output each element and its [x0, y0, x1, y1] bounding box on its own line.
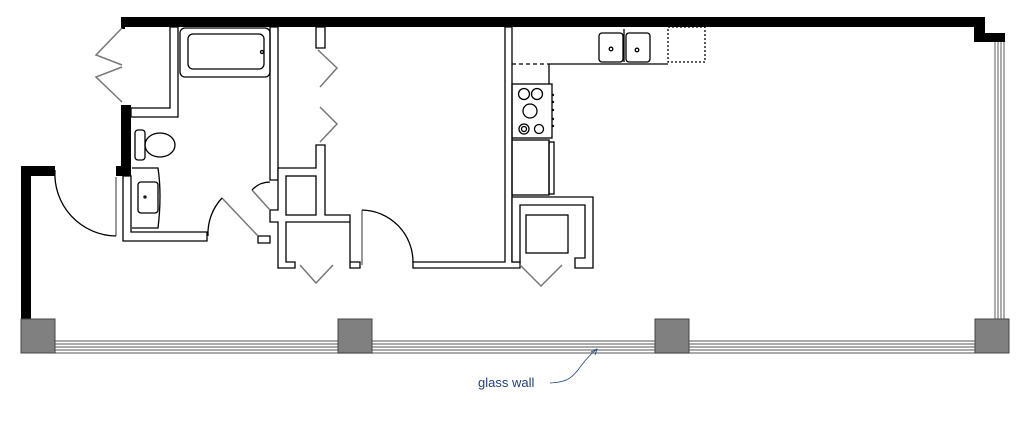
column — [654, 318, 690, 354]
bathtub — [179, 27, 271, 78]
column — [974, 318, 1010, 354]
interior-walls — [122, 26, 594, 269]
kitchen — [511, 26, 706, 254]
stove — [511, 83, 555, 139]
bathroom-door[interactable] — [207, 197, 259, 237]
linen-closet-bifold-door[interactable] — [94, 27, 123, 103]
bottom-glass-wall — [55, 340, 975, 354]
glass-wall-label: glass wall — [478, 375, 534, 390]
column — [20, 318, 56, 354]
washer-dryer — [525, 214, 569, 254]
bathroom-sink — [132, 167, 161, 229]
glass-wall-annotation: glass wall — [478, 348, 598, 390]
structural-columns — [20, 318, 1010, 354]
column — [337, 318, 373, 354]
utility-closet-door[interactable] — [251, 181, 271, 211]
exterior-walls — [21, 17, 1005, 320]
right-glass-wall — [994, 42, 1005, 320]
kitchen-closet-bifold-door[interactable] — [519, 264, 563, 288]
hall-closet-bifold-door[interactable] — [317, 49, 339, 143]
doors — [54, 27, 563, 288]
toilet — [134, 129, 176, 161]
kitchen-sink — [598, 29, 651, 63]
refrigerator — [511, 139, 555, 196]
lower-closet-bifold-door[interactable] — [299, 264, 334, 285]
bedroom-door[interactable] — [361, 209, 414, 265]
entry-door[interactable] — [54, 169, 117, 237]
